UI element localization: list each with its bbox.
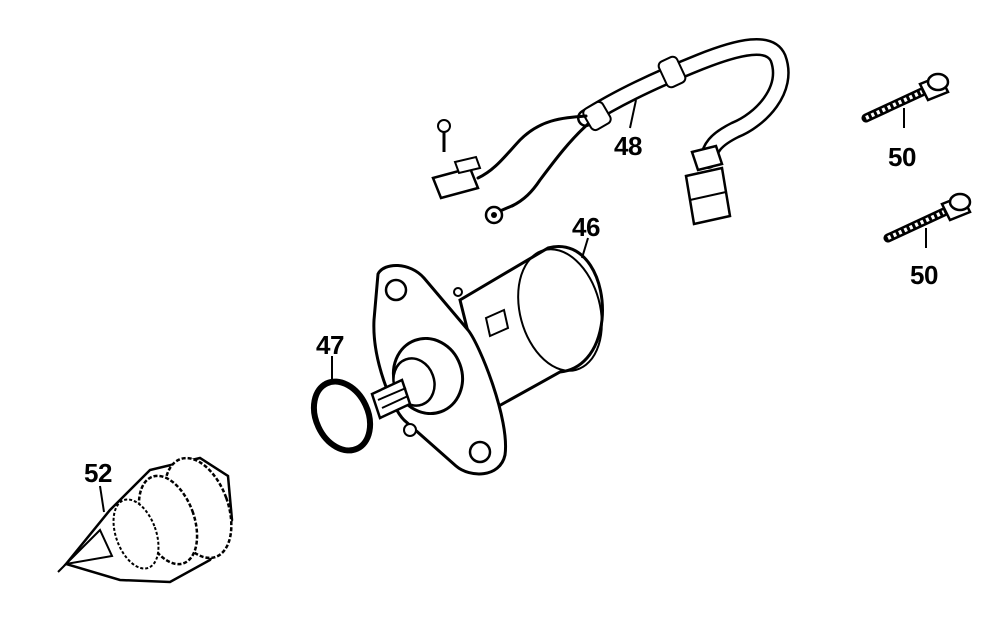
callout-47: 47 — [316, 330, 344, 360]
callout-50-upper: 50 — [888, 142, 916, 172]
starter-motor-46 — [370, 237, 604, 476]
callout-50-lower: 50 — [910, 260, 938, 290]
bolt-50-lower — [883, 192, 972, 248]
o-ring-47 — [310, 356, 374, 454]
starter-clutch-gear-52 — [57, 456, 234, 584]
callout-52: 52 — [84, 458, 112, 488]
wire-harness-48 — [431, 38, 790, 226]
callout-46: 46 — [572, 212, 600, 242]
bolt-50-upper — [861, 72, 950, 128]
callout-48: 48 — [614, 131, 642, 161]
